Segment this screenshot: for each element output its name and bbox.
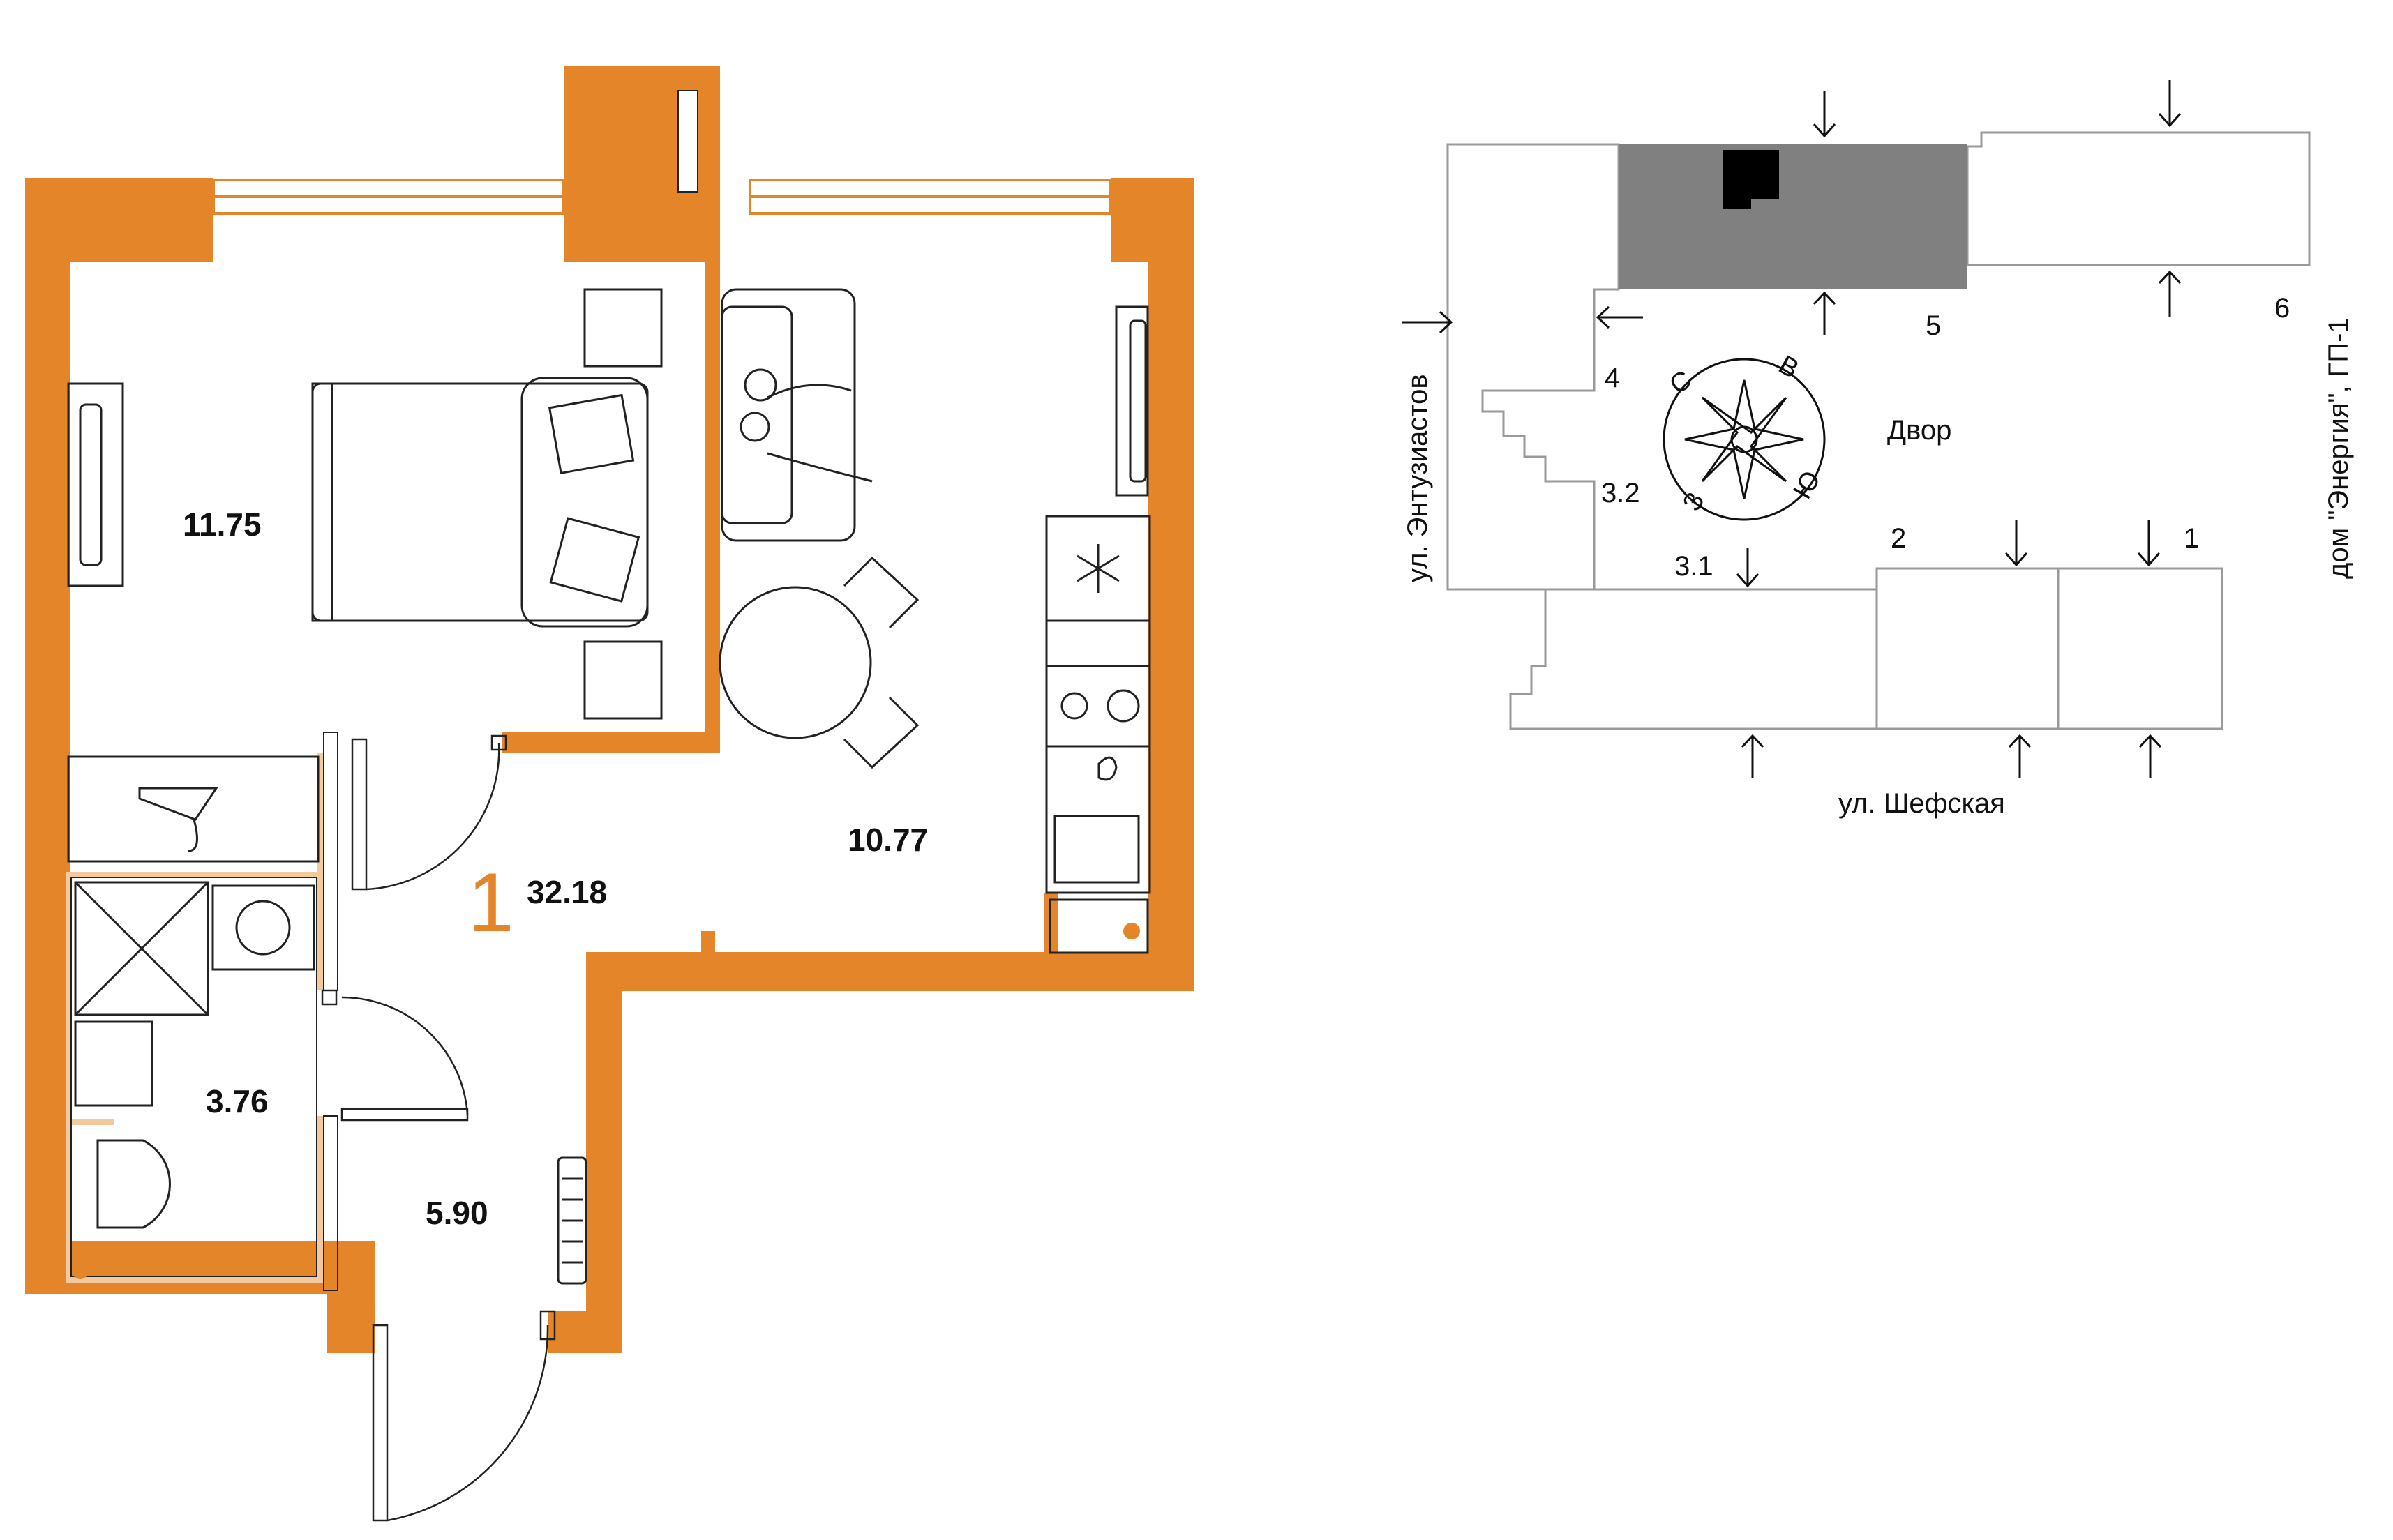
compass-rose-icon <box>1663 358 1826 521</box>
hallway-area: 5.90 <box>426 1195 488 1231</box>
window-bedroom <box>212 179 565 215</box>
radiator <box>557 1156 587 1285</box>
snowflake-icon <box>1077 544 1120 593</box>
total-area: 32.18 <box>527 874 607 910</box>
balcony-door-slot <box>677 90 698 192</box>
street-bottom: ул. Шефская <box>1838 788 2005 819</box>
sofa <box>721 288 873 542</box>
compass-north: С <box>1665 365 1697 400</box>
section-4: 4 <box>1605 363 1620 393</box>
apartment-marker <box>1723 150 1779 209</box>
street-left: ул. Энтузиастов <box>1402 374 1433 582</box>
wardrobe <box>67 755 320 863</box>
section-3-2: 3.2 <box>1601 478 1640 508</box>
bathroom-area: 3.76 <box>206 1083 269 1119</box>
walls <box>25 66 1194 1353</box>
kitchen-unit <box>1045 515 1151 954</box>
compass-west: З <box>1677 488 1711 516</box>
section-5: 5 <box>1926 310 1941 341</box>
bathroom-fixtures <box>72 881 315 1279</box>
tv-stand-living <box>1115 305 1149 497</box>
entrance-arrows <box>1402 80 2182 778</box>
section-6: 6 <box>2274 293 2290 324</box>
selected-building <box>1619 144 1967 289</box>
tv-stand-bedroom <box>67 382 124 587</box>
dining-table <box>719 556 920 769</box>
apartment-number: 1 <box>467 856 514 949</box>
street-right: дом "Энергия", ГП-1 <box>2323 317 2354 579</box>
bed <box>311 377 649 628</box>
section-3-1: 3.1 <box>1674 551 1713 582</box>
partitions <box>66 753 324 1283</box>
compass-east: В <box>1773 350 1803 384</box>
window-kitchen <box>749 179 1112 215</box>
compass-south: Ю <box>1788 466 1827 504</box>
yard-label: Двор <box>1887 415 1951 446</box>
doors <box>321 734 556 1522</box>
section-1: 1 <box>2184 523 2199 554</box>
kitchen-area: 10.77 <box>848 822 928 858</box>
section-2: 2 <box>1891 523 1906 554</box>
partition-outlines <box>70 732 338 1291</box>
bedroom-area: 11.75 <box>183 506 262 543</box>
nightstands <box>583 288 663 720</box>
site-plan: С В Ю З Двор 1 2 3.1 3.2 4 5 6 ул. Шефск… <box>1402 80 2354 819</box>
apartment-plan: 11.75 10.77 3.76 5.90 1 32.18 <box>25 66 1194 1522</box>
